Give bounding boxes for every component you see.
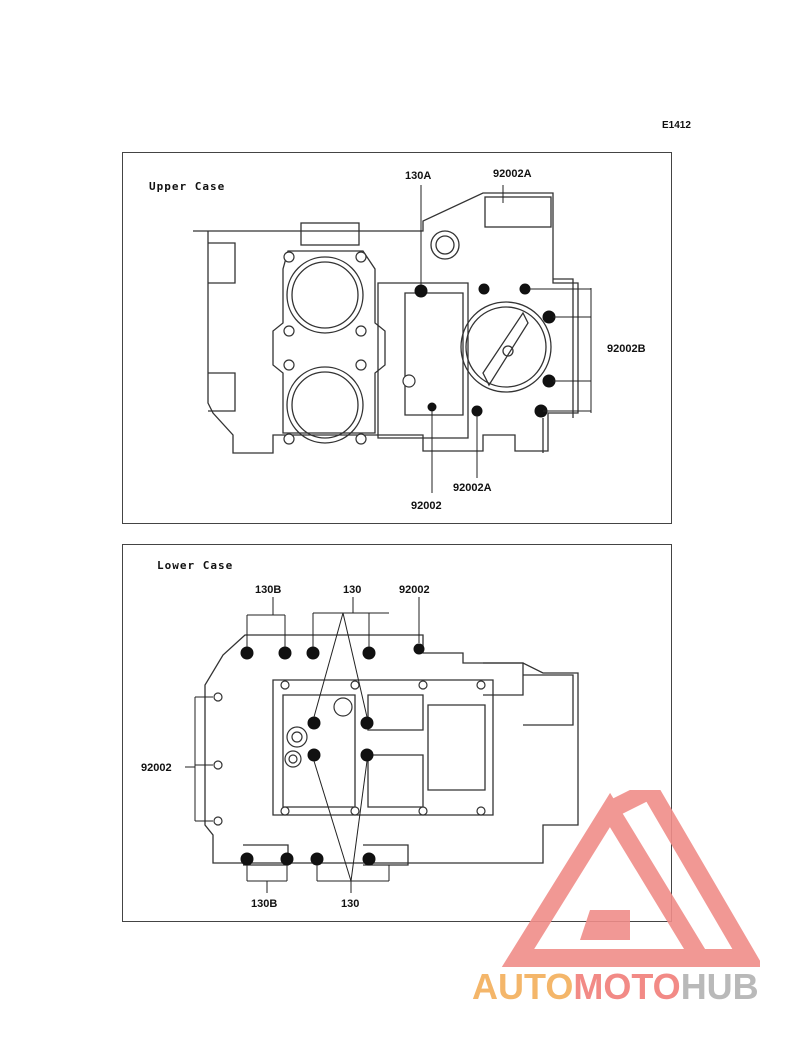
lower-case-title: Lower Case xyxy=(157,559,234,572)
wordmark-hub: HUB xyxy=(680,966,759,1007)
label-130b-top: 130B xyxy=(255,584,281,596)
label-92002a-top: 92002A xyxy=(493,168,532,180)
label-92002a-bottom: 92002A xyxy=(453,482,492,494)
lower-case-drawing: 130B 130 92002 92002 130B 130 xyxy=(141,584,579,910)
automotohub-wordmark: AUTOMOTOHUB xyxy=(472,966,759,1008)
label-130-bottom: 130 xyxy=(341,898,359,910)
upper-case-title: Upper Case xyxy=(149,180,226,193)
diagram-code: E1412 xyxy=(662,120,691,131)
label-130b-bottom: 130B xyxy=(251,898,277,910)
wordmark-auto: AUTO xyxy=(472,966,574,1007)
label-130a: 130A xyxy=(405,170,431,182)
label-92002-left: 92002 xyxy=(141,762,172,774)
upper-case-panel: Upper Case xyxy=(122,152,672,524)
label-92002b: 92002B xyxy=(607,343,646,355)
label-92002-top: 92002 xyxy=(399,584,430,596)
label-130-top: 130 xyxy=(343,584,361,596)
automotohub-logo-icon xyxy=(501,790,760,967)
upper-case-drawing: 130A 92002A 92002B 92002 92002A xyxy=(193,168,646,512)
wordmark-moto: MOTO xyxy=(573,966,681,1007)
label-92002-bottom: 92002 xyxy=(411,500,442,512)
